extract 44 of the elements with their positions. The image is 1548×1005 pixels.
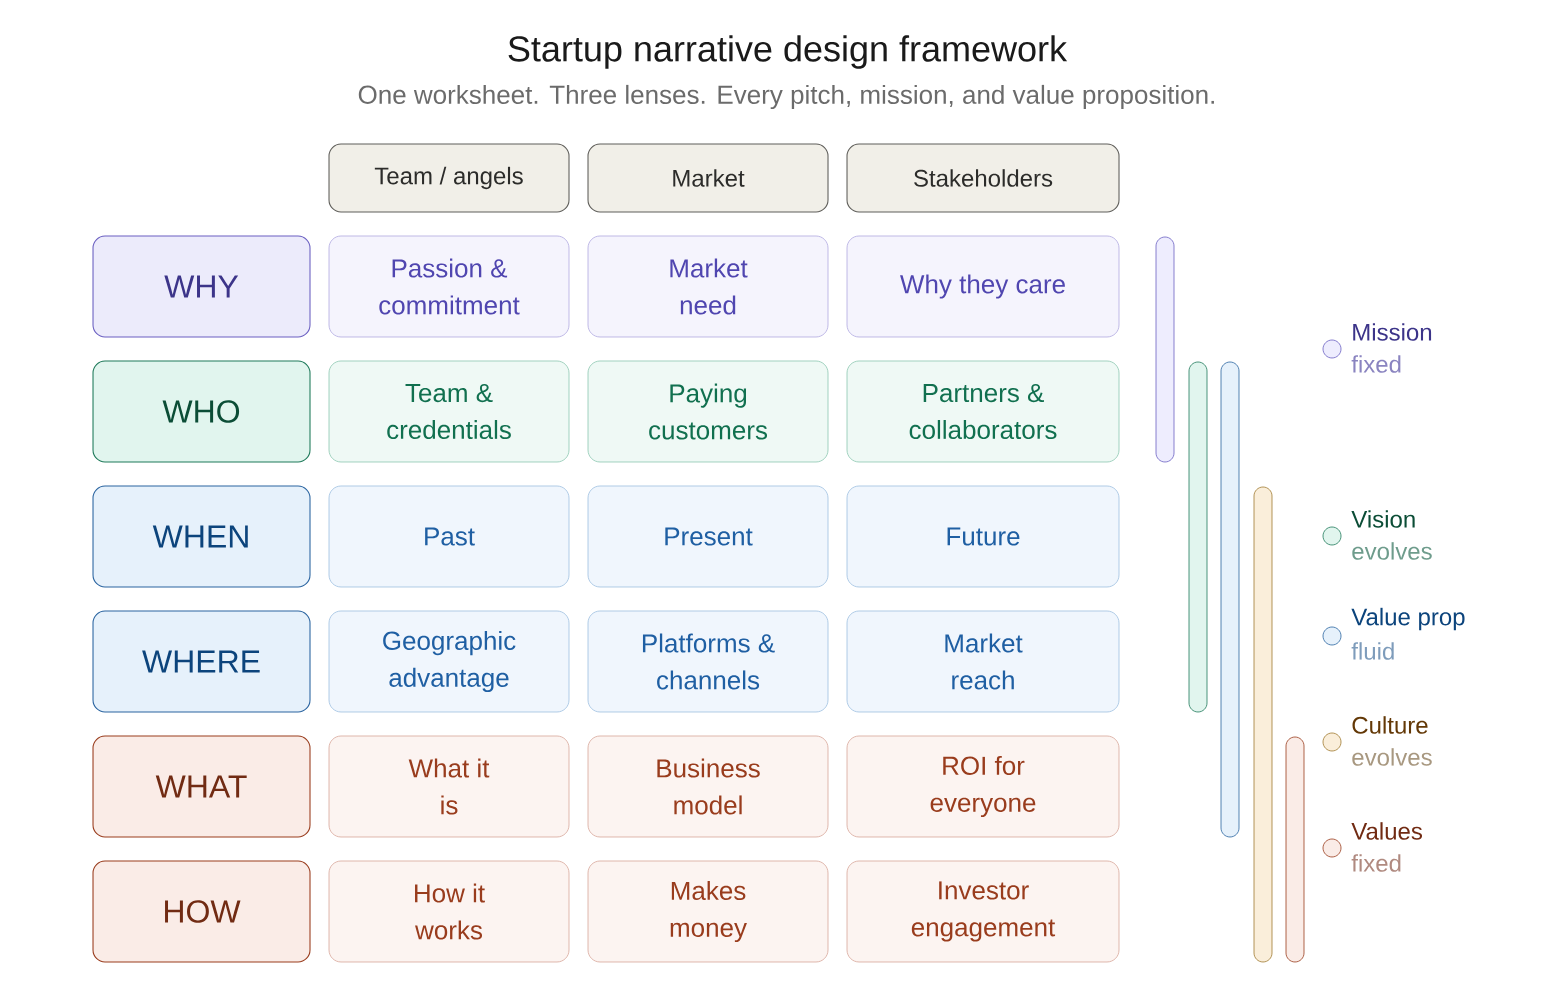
legend-note: fixed bbox=[1351, 854, 1401, 872]
row-header: HOW bbox=[92, 860, 311, 963]
grid-cell: Market need bbox=[587, 235, 829, 338]
legend-label: Vision bbox=[1351, 510, 1415, 528]
row-header: WHEN bbox=[92, 485, 311, 588]
grid-cell: How it works bbox=[328, 860, 570, 963]
span-bar bbox=[1188, 361, 1208, 713]
column-header: Stakeholders bbox=[846, 143, 1120, 213]
grid-cell: Paying customers bbox=[587, 360, 829, 463]
row-header: WHY bbox=[92, 235, 311, 338]
grid-cell: Past bbox=[328, 485, 570, 588]
grid-cell: Team & credentials bbox=[328, 360, 570, 463]
span-bar bbox=[1220, 361, 1240, 838]
grid-cell: Future bbox=[846, 485, 1120, 588]
legend-label: Values bbox=[1351, 822, 1422, 840]
legend-label: Mission bbox=[1353, 323, 1432, 341]
column-header: Team / angels bbox=[328, 143, 570, 213]
row-header: WHAT bbox=[92, 735, 311, 838]
grid-cell: Partners & collaborators bbox=[846, 360, 1120, 463]
grid-cell: Why they care bbox=[846, 235, 1120, 338]
grid-cell: Makes money bbox=[587, 860, 829, 963]
grid-cell: Investor engagement bbox=[846, 860, 1120, 963]
legend-note: fixed bbox=[1351, 355, 1401, 373]
grid-cell: Platforms & channels bbox=[587, 610, 829, 713]
span-bar bbox=[1253, 486, 1273, 963]
legend-label: Culture bbox=[1352, 716, 1428, 734]
grid-cell: Geographic advantage bbox=[328, 610, 570, 713]
grid-cell: ROI for everyone bbox=[846, 735, 1120, 838]
subtitle: One worksheet. Three lenses. Every pitch, mission, and value proposition. bbox=[358, 84, 1214, 110]
span-bar bbox=[1155, 236, 1175, 463]
span-bar bbox=[1285, 736, 1305, 963]
legend-note: evolves bbox=[1352, 748, 1432, 766]
row-header: WHERE bbox=[92, 610, 311, 713]
grid-cell: Business model bbox=[587, 735, 829, 838]
grid-cell: Market reach bbox=[846, 610, 1120, 713]
grid-cell: Passion & commitment bbox=[328, 235, 570, 338]
legend-note: evolves bbox=[1352, 542, 1432, 560]
legend-note: fluid bbox=[1351, 642, 1394, 660]
legend-label: Value prop bbox=[1351, 607, 1465, 631]
grid-cell: Present bbox=[587, 485, 829, 588]
title: Startup narrative design framework bbox=[508, 35, 1068, 69]
column-header: Market bbox=[587, 143, 829, 213]
grid-cell: What it is bbox=[328, 735, 570, 838]
row-header: WHO bbox=[92, 360, 311, 463]
